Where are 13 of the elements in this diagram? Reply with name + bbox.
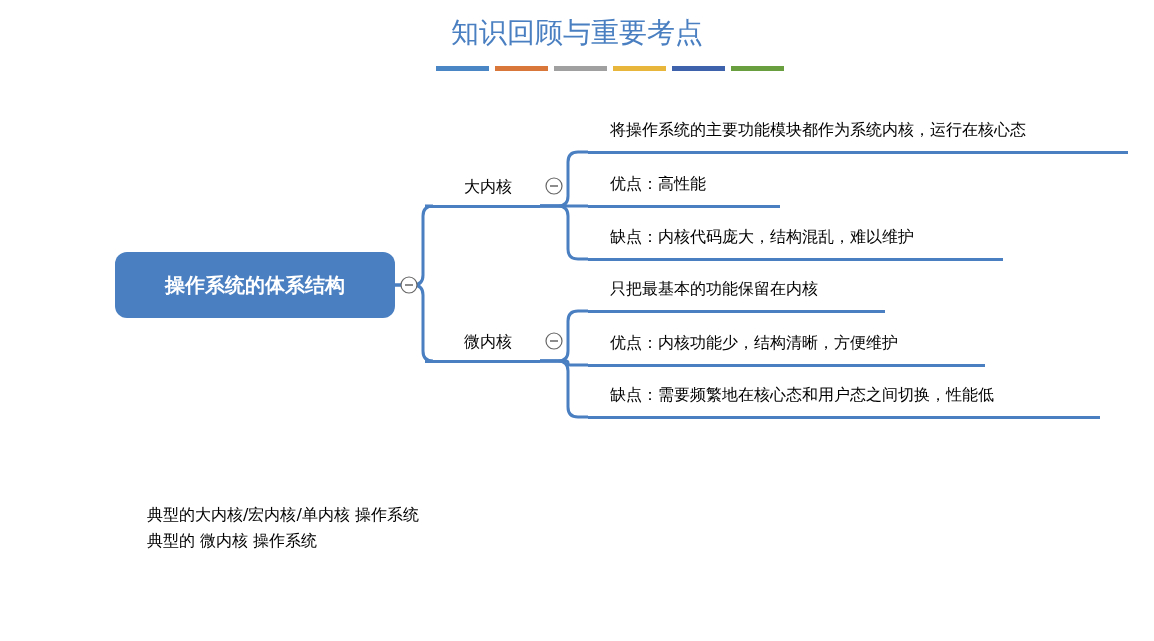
topic-item: 优点：高性能: [588, 172, 780, 208]
topic-item: 只把最基本的功能保留在内核: [588, 277, 885, 313]
topic-item: 优点：内核功能少，结构清晰，方便维护: [588, 331, 985, 367]
branch-line: [395, 283, 435, 363]
topic-item: 缺点：内核代码庞大，结构混乱，难以维护: [588, 225, 1003, 261]
topic-item: 微内核: [425, 330, 540, 363]
topic-item: 缺点：需要频繁地在核心态和用户态之间切换，性能低: [588, 383, 1100, 419]
note-text: 典型的大内核/宏内核/单内核 操作系统: [147, 504, 419, 526]
topic-item: 将操作系统的主要功能模块都作为系统内核，运行在核心态: [588, 118, 1128, 154]
title: 知识回顾与重要考点: [450, 15, 704, 51]
root-topic-box: 操作系统的体系结构: [115, 252, 395, 318]
note-text: 典型的 微内核 操作系统: [147, 530, 318, 552]
topic-item: 大内核: [425, 175, 540, 208]
